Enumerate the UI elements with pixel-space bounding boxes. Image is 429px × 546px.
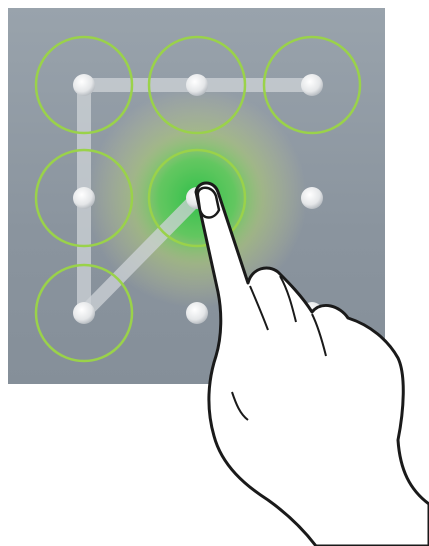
pattern-dot-1[interactable] — [73, 74, 95, 96]
selection-ring-7 — [34, 263, 134, 363]
pattern-dot-7[interactable] — [73, 302, 95, 324]
selection-ring-2 — [147, 35, 247, 135]
pattern-segment-7-5 — [77, 191, 204, 320]
selection-ring-1 — [34, 35, 134, 135]
pattern-dot-6[interactable] — [301, 187, 323, 209]
pattern-dot-2[interactable] — [186, 74, 208, 96]
pattern-dot-4[interactable] — [73, 187, 95, 209]
pattern-dot-5[interactable] — [186, 187, 208, 209]
selection-ring-4 — [34, 148, 134, 248]
selection-ring-3 — [262, 35, 362, 135]
selection-rings — [34, 35, 362, 363]
pattern-path — [77, 78, 319, 320]
pattern-dot-8[interactable] — [186, 302, 208, 324]
pattern-dot-3[interactable] — [301, 74, 323, 96]
pattern-dot-9[interactable] — [301, 302, 323, 324]
